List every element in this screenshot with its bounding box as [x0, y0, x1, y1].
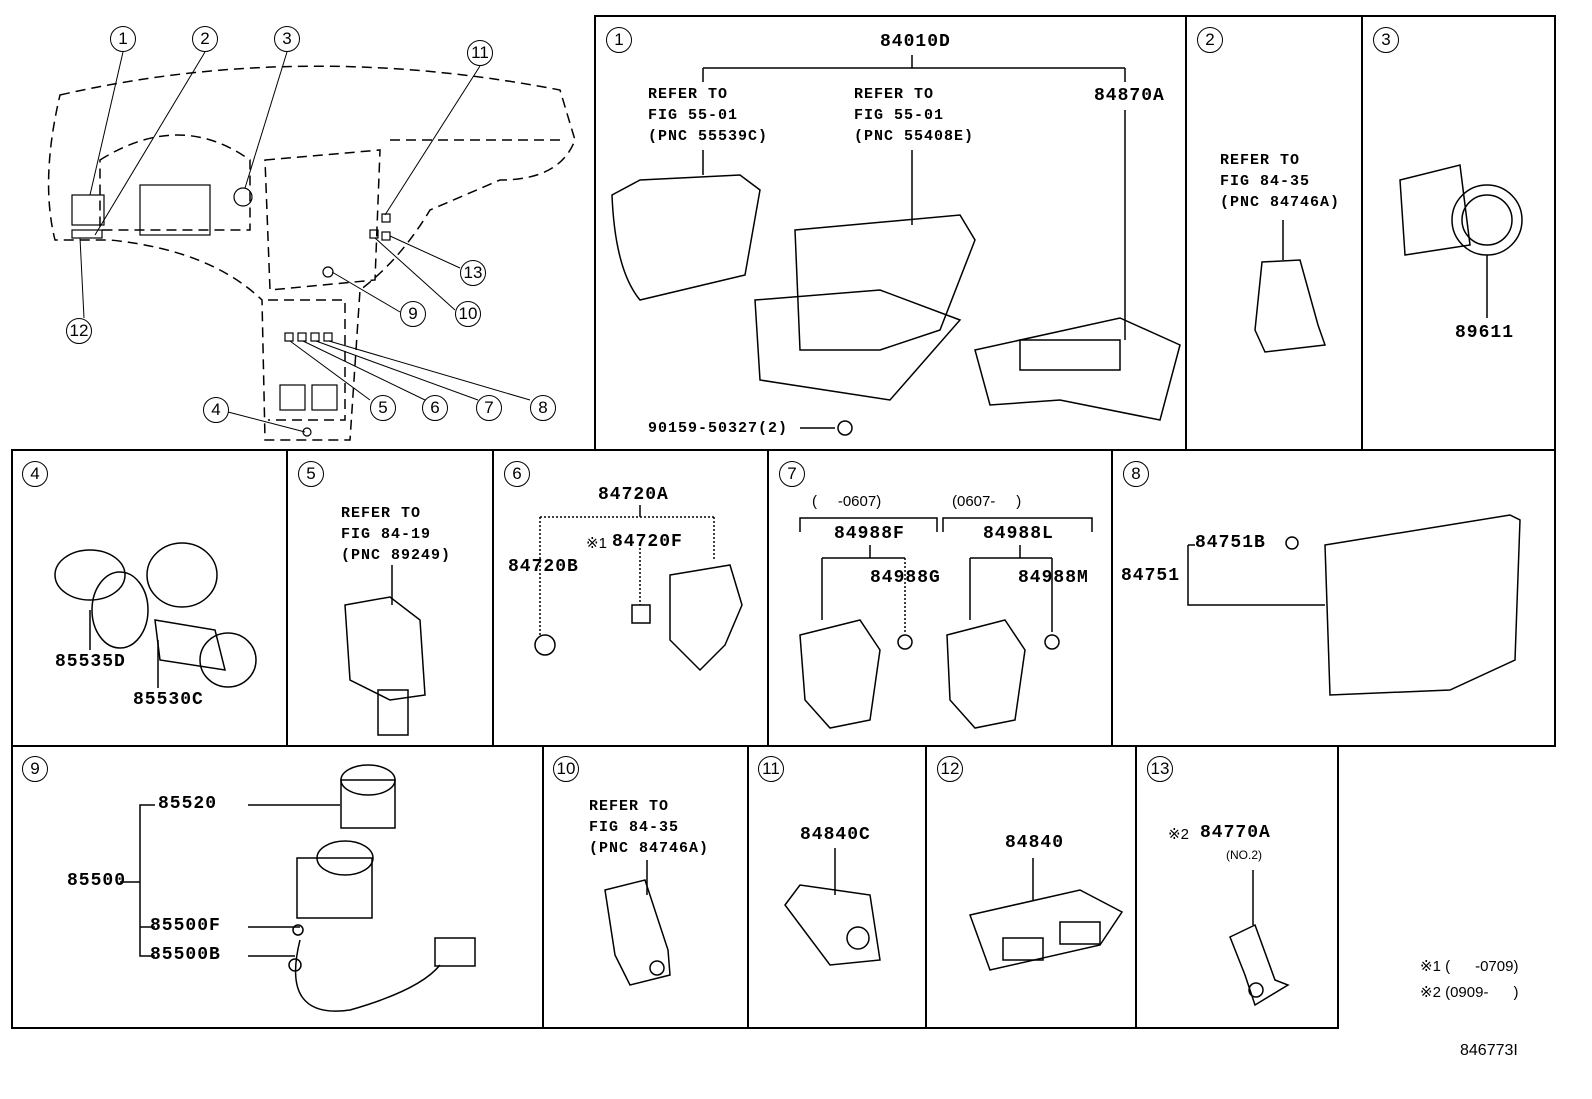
- refer-84746A[interactable]: REFER TO FIG 84-35 (PNC 84746A): [1220, 152, 1341, 211]
- callout-9[interactable]: 9: [400, 301, 426, 327]
- callout-5[interactable]: 5: [370, 395, 396, 421]
- panel-2: [1185, 15, 1363, 451]
- callout-11[interactable]: 11: [467, 40, 493, 66]
- panel3-part: [1399, 164, 1523, 318]
- part-84770A[interactable]: 84770A: [1200, 823, 1271, 843]
- callout-1[interactable]: 1: [110, 26, 136, 52]
- part-89611[interactable]: 89611: [1455, 323, 1515, 343]
- part-85520[interactable]: 85520: [158, 794, 218, 814]
- callout-6[interactable]: 6: [422, 395, 448, 421]
- panel1-parts: [611, 174, 1181, 436]
- callout-7[interactable]: 7: [476, 395, 502, 421]
- note-mark-2: ※2: [1168, 826, 1189, 843]
- refer-55539C[interactable]: REFER TO FIG 55-01 (PNC 55539C): [648, 86, 769, 145]
- panel10-part: [604, 860, 671, 986]
- panel4-index: 4: [22, 461, 48, 487]
- part-84751[interactable]: 84751: [1121, 566, 1181, 586]
- note-1: ※1 ( -0709): [1420, 958, 1519, 975]
- range-before-0607: ( -0607): [812, 493, 882, 510]
- part-85500B[interactable]: 85500B: [150, 945, 221, 965]
- callout-3[interactable]: 3: [274, 26, 300, 52]
- figure-id: 846773I: [1460, 1042, 1518, 1059]
- panel11-index: 11: [758, 756, 784, 782]
- panel1-index: 1: [606, 27, 632, 53]
- part-84988G[interactable]: 84988G: [870, 568, 941, 588]
- refer-84746A-2[interactable]: REFER TO FIG 84-35 (PNC 84746A): [589, 798, 710, 857]
- overview-parts: [71, 184, 391, 437]
- note-2: ※2 (0909- ): [1420, 984, 1519, 1001]
- panel7-parts: [799, 517, 1093, 729]
- overview-leaders: [79, 51, 531, 433]
- part-84720A[interactable]: 84720A: [598, 485, 669, 505]
- refer-89249[interactable]: REFER TO FIG 84-19 (PNC 89249): [341, 505, 452, 564]
- panel1-leaders: [702, 55, 1126, 429]
- part-90159-50327[interactable]: 90159-50327(2): [648, 420, 789, 437]
- callout-10[interactable]: 10: [455, 301, 481, 327]
- part-84988F[interactable]: 84988F: [834, 524, 905, 544]
- panel6-index: 6: [504, 461, 530, 487]
- panel-13: [1135, 745, 1339, 1029]
- panel2-part: [1254, 220, 1327, 353]
- part-84720F[interactable]: 84720F: [612, 532, 683, 552]
- panel9-parts: [120, 764, 476, 1012]
- part-84840[interactable]: 84840: [1005, 833, 1065, 853]
- range-after-0607: (0607- ): [952, 493, 1022, 510]
- panel9-index: 9: [22, 756, 48, 782]
- part-85500F[interactable]: 85500F: [150, 916, 221, 936]
- part-84988M[interactable]: 84988M: [1018, 568, 1089, 588]
- note-mark-1: ※1: [586, 535, 607, 552]
- part-84870A[interactable]: 84870A: [1094, 86, 1165, 106]
- panel-1: [594, 15, 1187, 451]
- panel5-part: [344, 565, 426, 736]
- part-84010D[interactable]: 84010D: [880, 32, 951, 52]
- panel7-index: 7: [779, 461, 805, 487]
- panel12-index: 12: [937, 756, 963, 782]
- panel2-index: 2: [1197, 27, 1223, 53]
- panel3-index: 3: [1373, 27, 1399, 53]
- panel-11: [747, 745, 927, 1029]
- callout-8[interactable]: 8: [530, 395, 556, 421]
- panel13-index: 13: [1147, 756, 1173, 782]
- part-85500[interactable]: 85500: [67, 871, 127, 891]
- panel-12: [925, 745, 1137, 1029]
- panel11-part: [784, 848, 881, 966]
- part-85530C[interactable]: 85530C: [133, 690, 204, 710]
- panel-3: [1361, 15, 1556, 451]
- callout-13[interactable]: 13: [460, 260, 486, 286]
- panel-10: [542, 745, 749, 1029]
- panel6-parts: [534, 505, 743, 672]
- panel-5: [286, 449, 494, 747]
- part-84770A-sub: (NO.2): [1226, 848, 1262, 862]
- callout-4[interactable]: 4: [203, 397, 229, 423]
- panel5-index: 5: [298, 461, 324, 487]
- callout-12[interactable]: 12: [66, 318, 92, 344]
- refer-55408E[interactable]: REFER TO FIG 55-01 (PNC 55408E): [854, 86, 975, 145]
- panel8-index: 8: [1123, 461, 1149, 487]
- part-85535D[interactable]: 85535D: [55, 652, 126, 672]
- panel12-part: [969, 858, 1124, 971]
- panel-8: [1111, 449, 1556, 747]
- dashboard-overview-drawing: [47, 65, 576, 441]
- panel10-index: 10: [553, 756, 579, 782]
- part-84751B[interactable]: 84751B: [1195, 533, 1266, 553]
- callout-2[interactable]: 2: [192, 26, 218, 52]
- part-84988L[interactable]: 84988L: [983, 524, 1054, 544]
- panel13-part: [1229, 870, 1290, 1007]
- part-84840C[interactable]: 84840C: [800, 825, 871, 845]
- part-84720B[interactable]: 84720B: [508, 557, 579, 577]
- panel4-parts: [54, 542, 257, 688]
- panel8-parts: [1187, 514, 1521, 696]
